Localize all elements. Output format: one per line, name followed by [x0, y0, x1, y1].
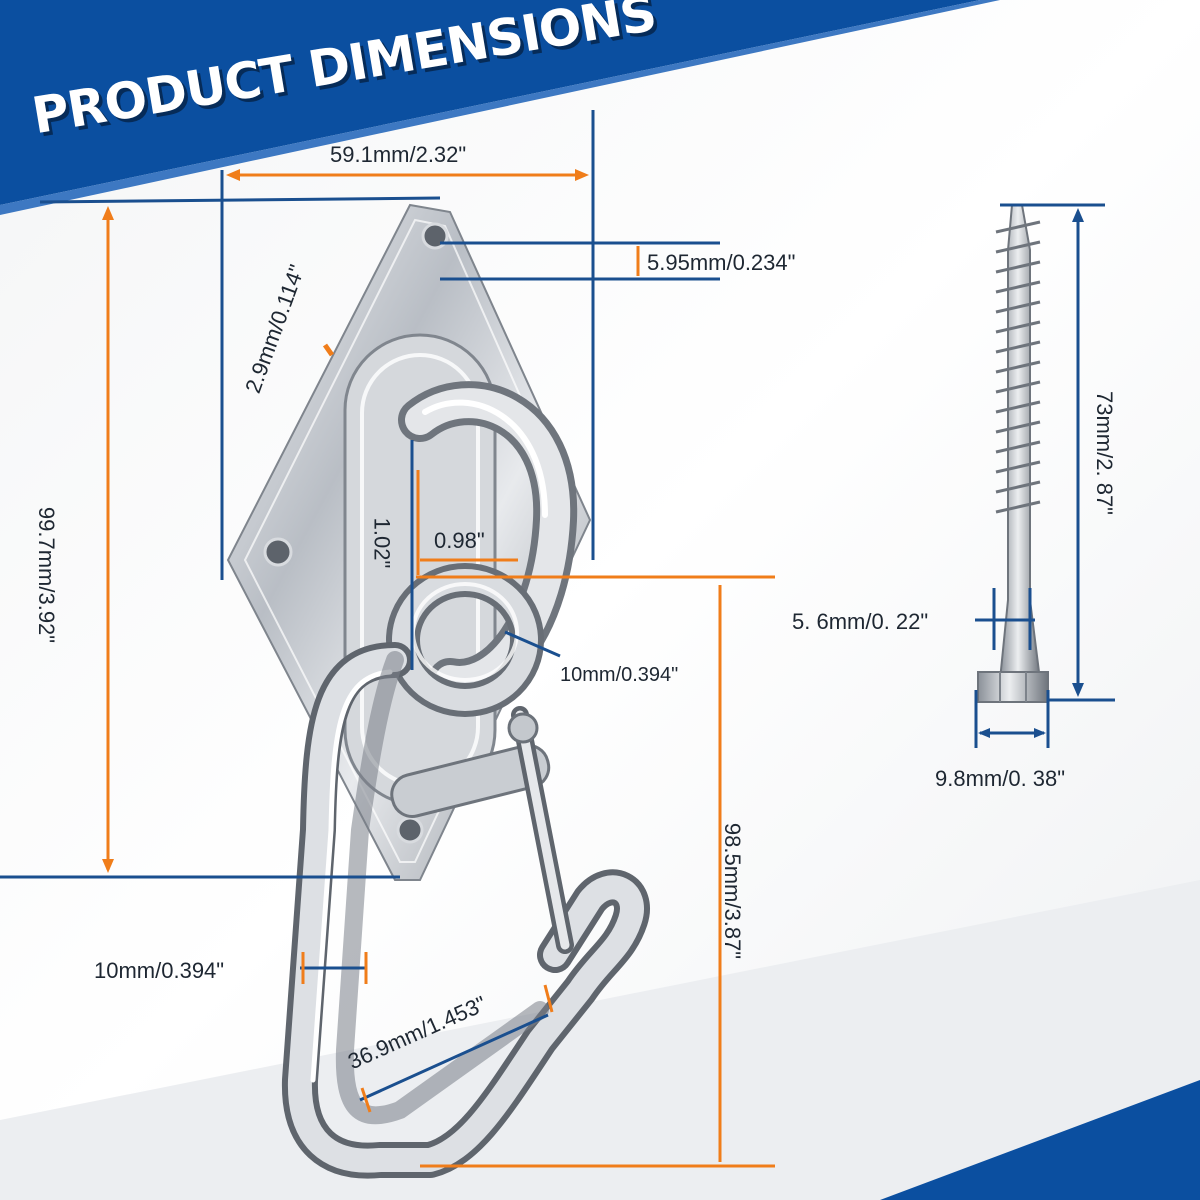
screw-head: [977, 671, 1049, 703]
carabiner: [281, 642, 650, 1179]
eye-inner-height-label: 1.02": [369, 517, 395, 569]
bottom-hole: [396, 816, 424, 844]
screw-threads: [995, 220, 1041, 514]
left-hole: [263, 537, 293, 567]
screw-head-label: 9.8mm/0. 38": [935, 766, 1066, 791]
plate-height-label: 99.7mm/3.92": [34, 506, 60, 644]
carabiner-wire-label: 10mm/0.394": [94, 958, 225, 983]
lag-screw: [977, 204, 1049, 703]
hole-diameter-label: 5.95mm/0.234": [647, 250, 796, 275]
plate-width-label: 59.1mm/2.32": [330, 142, 467, 167]
carabiner-length-label: 98.5mm/3.87": [720, 822, 746, 960]
screw-diameter-label: 5. 6mm/0. 22": [792, 609, 929, 634]
screw-length-label: 73mm/2. 87": [1091, 391, 1117, 515]
eye-inner-width-label: 0.98": [434, 528, 485, 553]
dimension-lines: [0, 110, 1115, 1168]
eye-loop: [398, 381, 578, 703]
corner-banner: [880, 1080, 1200, 1200]
ring-wire-label: 10mm/0.394": [560, 664, 679, 686]
title-banner-edge: [0, 0, 1000, 215]
